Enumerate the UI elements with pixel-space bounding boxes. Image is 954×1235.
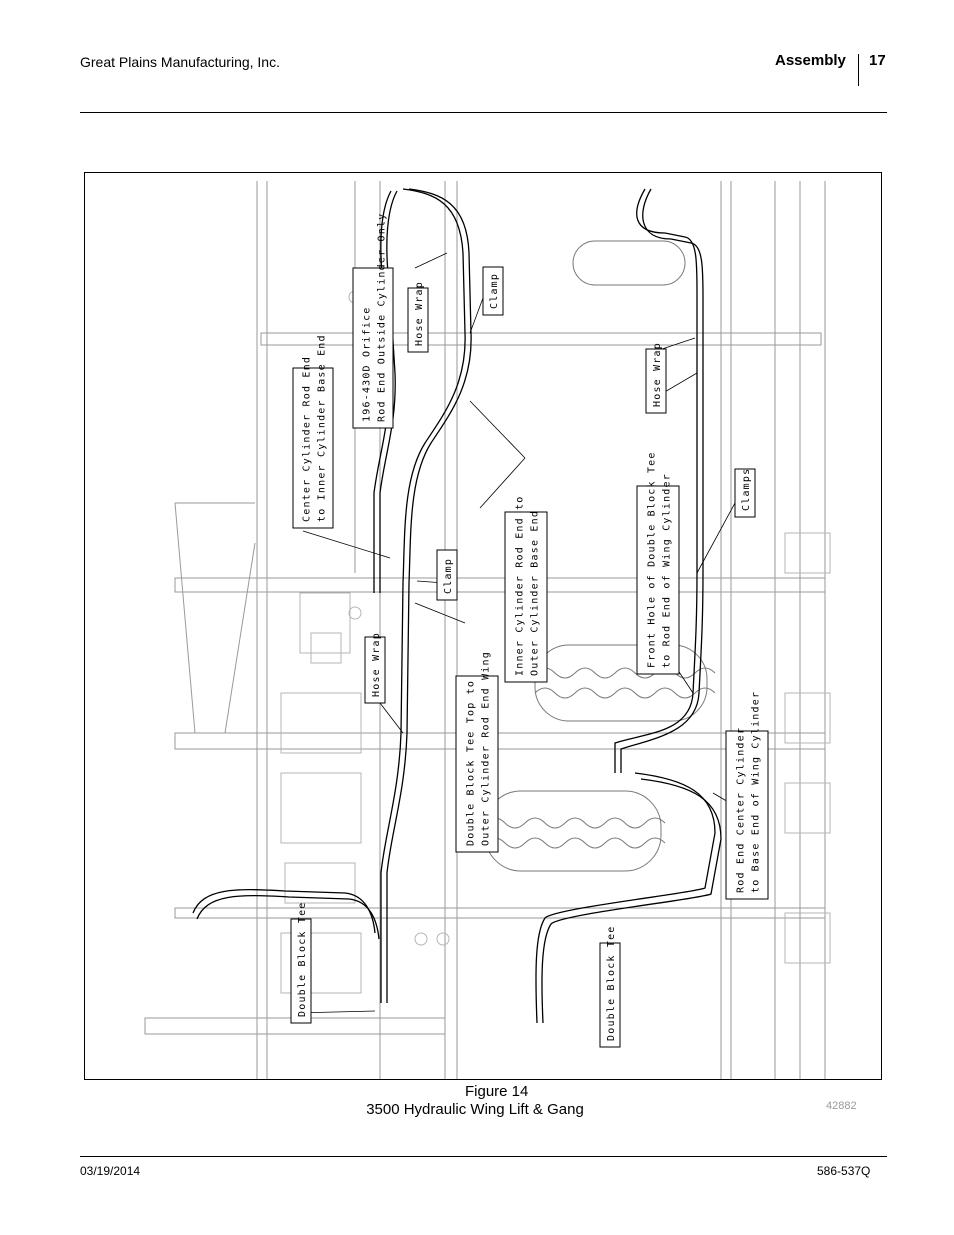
callout-label: 196-430D Orifice Rod End Outside Cylinder… (352, 213, 394, 429)
callout-text: Hose Wrap (414, 281, 425, 346)
figure-title: 3500 Hydraulic Wing Lift & Gang (366, 1101, 584, 1118)
callout-label: Clamps (734, 468, 756, 518)
hydraulic-drawing: Center Cylinder Rod End to Inner Cylinder… (144, 181, 831, 1079)
callout-text: Double Block Tee (297, 901, 308, 1017)
callout-text: Hose Wrap (371, 632, 382, 697)
callout-text: Outer Cylinder Rod End Wing (481, 651, 492, 846)
callout-text: Hose Wrap (652, 342, 663, 407)
callout-box (436, 549, 458, 601)
callout-text: to Base End of Wing Cylinder (751, 691, 762, 893)
callout-text: Center Cylinder Rod End (302, 356, 313, 522)
callout-box (292, 367, 334, 529)
callout-text: Rod End Center Cylinder (736, 727, 747, 893)
callout-label: Double Block Tee (290, 901, 312, 1024)
callout-box (599, 942, 621, 1048)
section-title: Assembly (775, 52, 846, 69)
callout-label: Center Cylinder Rod End to Inner Cylinder… (292, 334, 334, 529)
callout-box (482, 266, 504, 316)
callout-group: Center Cylinder Rod End to Inner Cylinder… (290, 213, 769, 1048)
callout-text: to Rod End of Wing Cylinder (662, 473, 673, 668)
company-name: Great Plains Manufacturing, Inc. (80, 54, 280, 70)
callout-box (352, 267, 394, 429)
callout-text: Outer Cylinder Base End (530, 510, 541, 676)
callout-label: Front Hole of Double Block Tee to Rod End… (636, 451, 680, 675)
callout-text: Clamp (443, 558, 454, 594)
callout-box (725, 730, 769, 900)
figure-frame: Center Cylinder Rod End to Inner Cylinder… (84, 172, 882, 1080)
callout-text: Inner Cylinder Rod End to (515, 495, 526, 676)
callout-text: Double Block Tee Top to (466, 680, 477, 846)
callout-text: Double Block Tee (606, 925, 617, 1041)
footer-date: 03/19/2014 (80, 1164, 141, 1178)
header-divider (858, 54, 859, 86)
callout-box (636, 485, 680, 675)
callout-box (645, 348, 667, 414)
callout-text: Clamps (741, 468, 752, 511)
callout-label: Hose Wrap (407, 281, 429, 353)
callout-text: Rod End Outside Cylinder Only (377, 213, 388, 422)
page-number: 17 (869, 52, 886, 69)
callout-label: Clamp (436, 549, 458, 601)
callout-label: Rod End Center Cylinder to Base End of Wi… (725, 691, 769, 900)
callout-box (290, 918, 312, 1024)
footer-doc-number: 586-537Q (817, 1164, 871, 1178)
callout-label: Inner Cylinder Rod End to Outer Cylinder … (504, 495, 548, 683)
callout-box (455, 675, 499, 853)
figure-number: Figure 14 (465, 1083, 529, 1100)
footer-rule (80, 1156, 887, 1157)
callout-text: 196-430D Orifice (362, 306, 373, 422)
callout-text: to Inner Cylinder Base End (317, 334, 328, 522)
callout-label: Hose Wrap (645, 342, 667, 414)
callout-label: Hose Wrap (364, 632, 386, 704)
callout-text: Clamp (489, 273, 500, 309)
callout-box (364, 636, 386, 704)
callout-label: Clamp (482, 266, 504, 316)
tires (484, 240, 716, 872)
callout-label: Double Block Tee Top to Outer Cylinder Ro… (455, 651, 499, 853)
header-rule (80, 112, 887, 113)
callout-text: Front Hole of Double Block Tee (647, 451, 658, 668)
callout-box (407, 287, 429, 353)
callout-box (734, 468, 756, 518)
drawing-id: 42882 (826, 1100, 857, 1112)
frame-structure (144, 181, 826, 1079)
callout-label: Double Block Tee (599, 925, 621, 1048)
callout-box (504, 511, 548, 683)
